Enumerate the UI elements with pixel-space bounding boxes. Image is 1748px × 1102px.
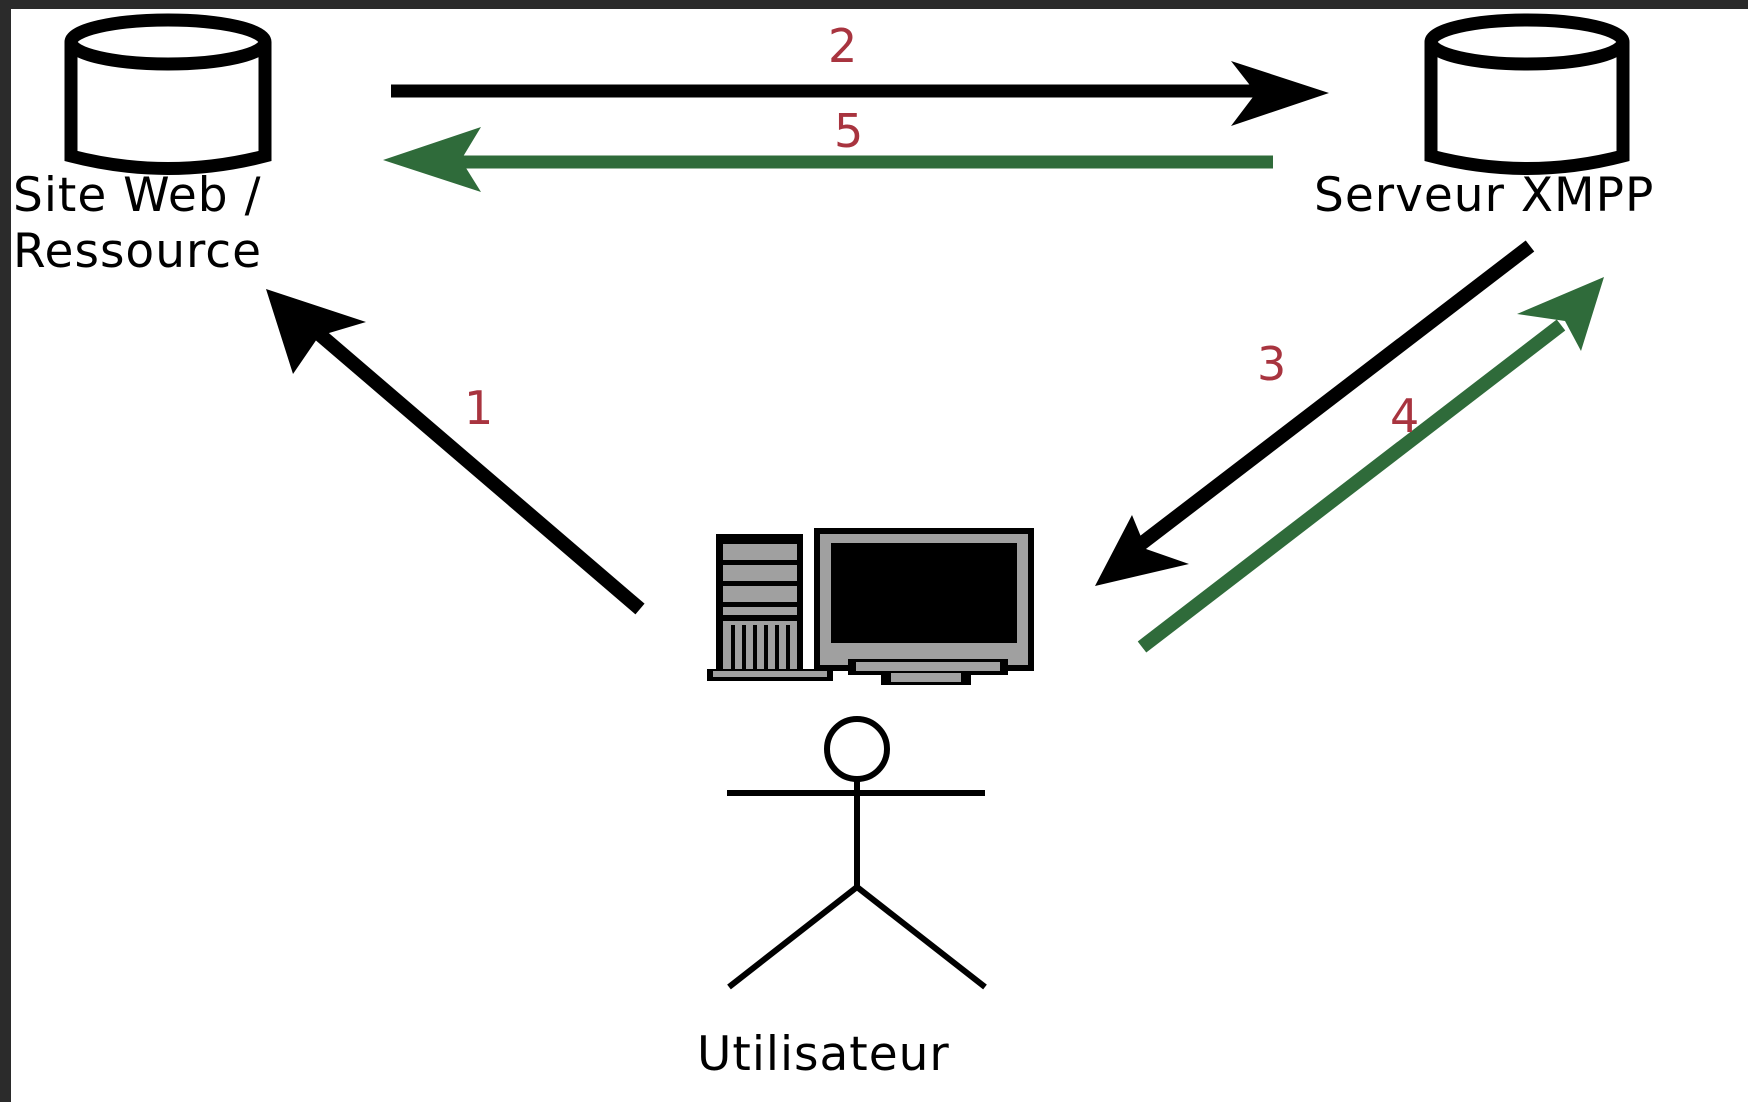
diagram-svg (64, 13, 1630, 990)
user-figure-icon (727, 716, 987, 990)
arrow-4 (1137, 277, 1604, 653)
arrow-2 (391, 61, 1329, 126)
arrow-1-number: 1 (464, 381, 494, 435)
website-label-line1: Site Web / (13, 168, 262, 223)
user-label: Utilisateur (697, 1027, 950, 1082)
arrow-5-number: 5 (834, 104, 864, 158)
diagram-canvas: Site Web / Ressource Serveur XMPP Utilis… (11, 9, 1748, 1102)
arrow-2-number: 2 (828, 19, 858, 73)
arrow-3 (1095, 240, 1535, 586)
website-database-icon (64, 13, 272, 175)
arrow-5 (383, 127, 1273, 192)
xmpp-server-label: Serveur XMPP (1314, 168, 1655, 223)
xmpp-server-database-icon (1424, 13, 1630, 175)
arrow-1 (266, 289, 645, 615)
website-label-line2: Ressource (13, 224, 263, 279)
arrow-3-number: 3 (1257, 337, 1287, 391)
arrow-4-number: 4 (1390, 389, 1420, 443)
computer-icon (707, 528, 1034, 685)
